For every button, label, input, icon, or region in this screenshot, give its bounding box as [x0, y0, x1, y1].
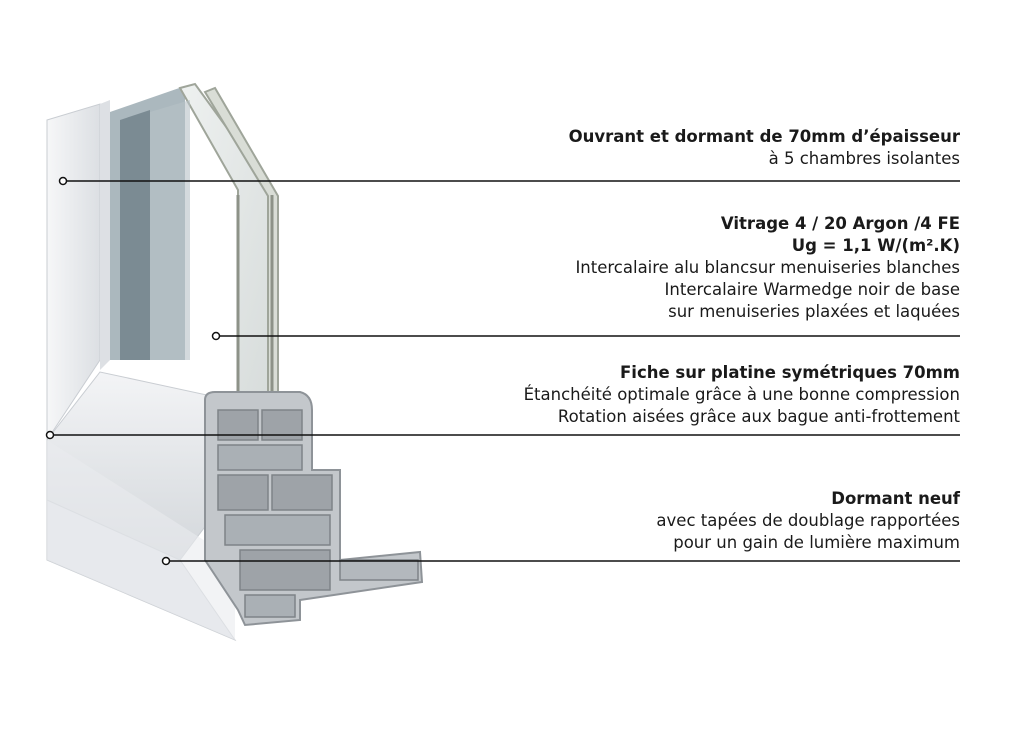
callout-title: Ouvrant et dormant de 70mm d’épaisseur — [568, 127, 960, 146]
callout-glazing: Vitrage 4 / 20 Argon /4 FE Ug = 1,1 W/(m… — [575, 213, 960, 323]
callout-title: Ug = 1,1 W/(m².K) — [791, 236, 960, 255]
window-frame — [46, 100, 237, 642]
leader-dot-glazing — [211, 331, 221, 341]
callout-text: Rotation aisées grâce aux bague anti-fro… — [557, 407, 960, 426]
leader-dot-sill — [161, 556, 171, 566]
callout-title: Fiche sur platine symétriques 70mm — [620, 363, 960, 382]
callout-title: Dormant neuf — [831, 489, 960, 508]
leader-dot-hinge — [45, 430, 55, 440]
callout-frame-thickness: Ouvrant et dormant de 70mm d’épaisseur à… — [569, 126, 960, 170]
double-glazing — [110, 82, 279, 401]
profile-cross-section — [204, 391, 424, 627]
callout-new-frame: Dormant neuf avec tapées de doublage rap… — [656, 488, 960, 554]
callout-text: avec tapées de doublage rapportées — [656, 511, 960, 530]
callout-text: Étanchéité optimale grâce à une bonne co… — [523, 385, 960, 404]
callout-hinge-plate: Fiche sur platine symétriques 70mm Étanc… — [524, 362, 960, 428]
callout-text: sur menuiseries plaxées et laquées — [668, 302, 960, 321]
callout-text: à 5 chambres isolantes — [768, 149, 960, 168]
callout-text: Intercalaire Warmedge noir de base — [664, 280, 960, 299]
leader-lines — [45, 176, 960, 566]
leader-dot-frame — [58, 176, 68, 186]
callout-text: Intercalaire alu blancsur menuiseries bl… — [575, 258, 960, 277]
callout-text: pour un gain de lumière maximum — [673, 533, 960, 552]
callout-title: Vitrage 4 / 20 Argon /4 FE — [720, 214, 960, 233]
